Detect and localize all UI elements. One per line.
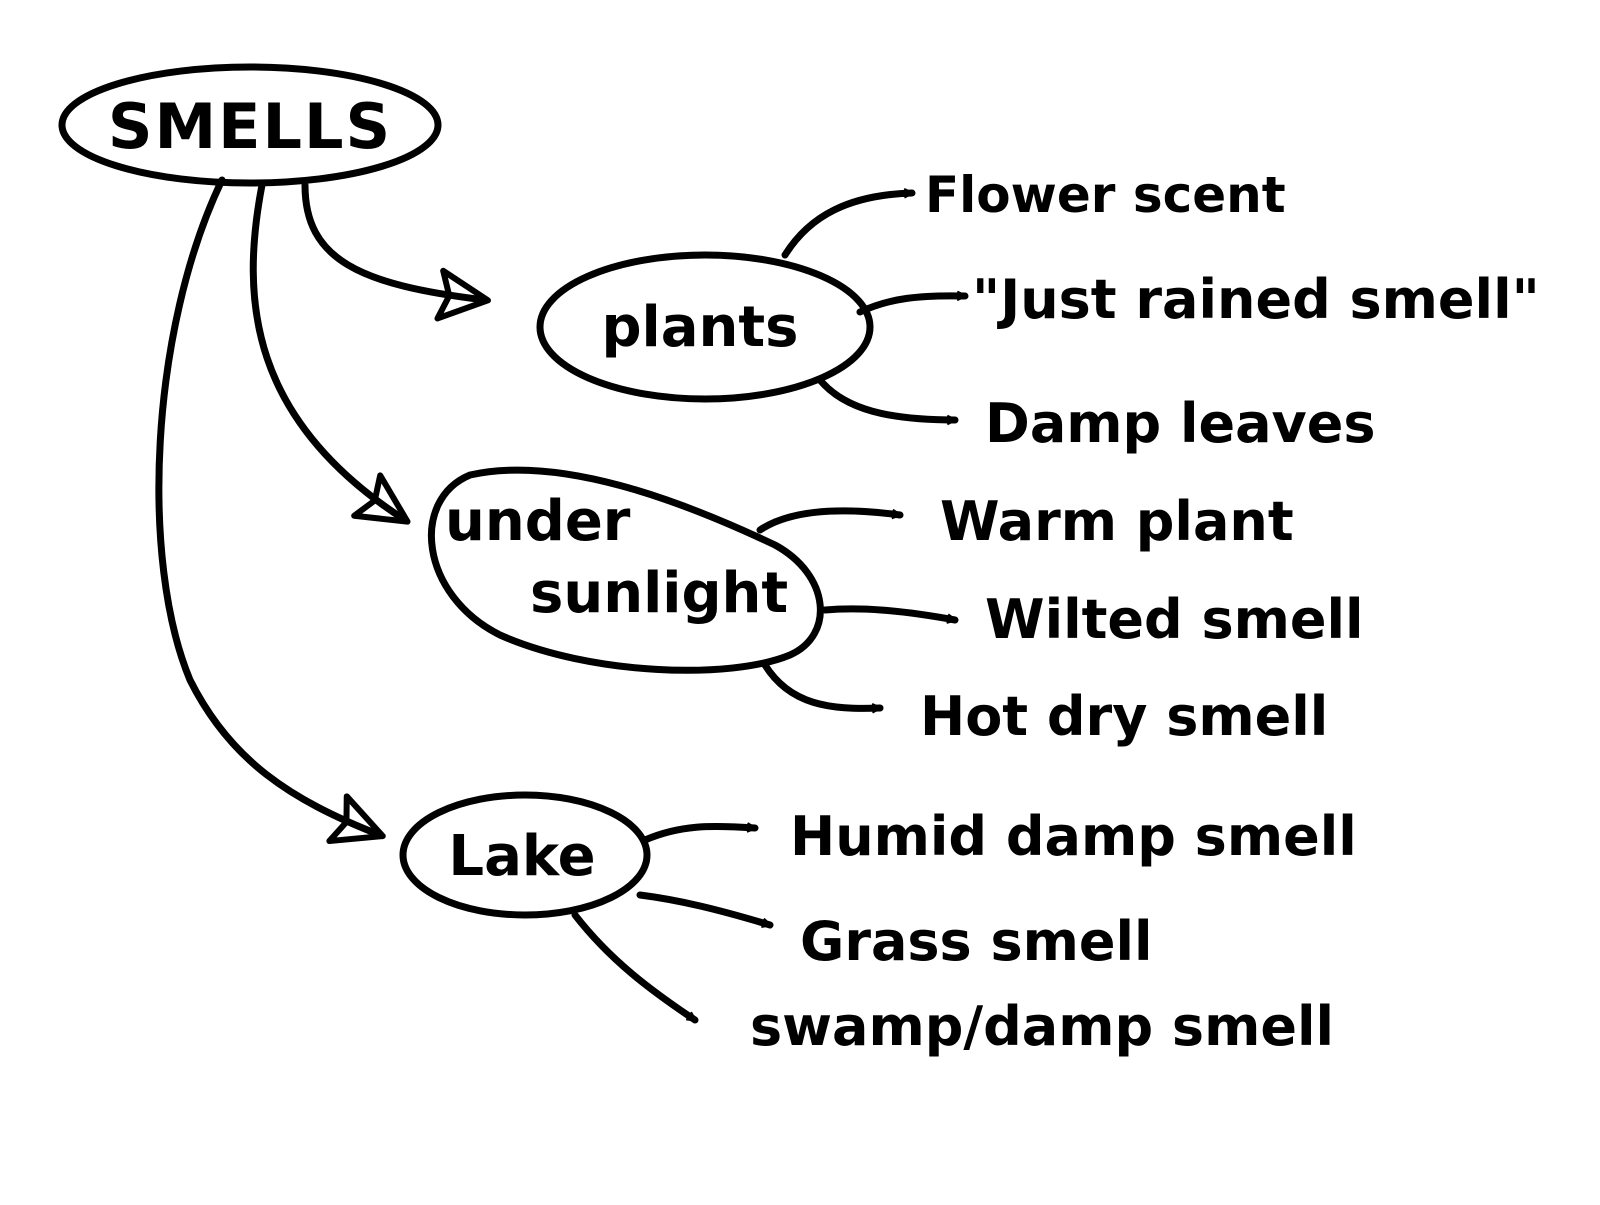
branch-node-plants-outline xyxy=(536,251,874,403)
connector-plants-to-flower-scent xyxy=(781,187,916,259)
root-node-label: SMELLS xyxy=(108,90,392,163)
connector-sunlight-to-warm-plant xyxy=(756,507,904,534)
connector-lake-to-humid-damp-smell xyxy=(641,822,759,844)
branch-node-under-sunlight: under sunlight xyxy=(427,466,824,674)
branch-node-plants: plants xyxy=(536,251,874,403)
branch-node-lake-label: Lake xyxy=(448,824,595,889)
leaf-humid-damp-smell: Humid damp smell xyxy=(790,805,1357,868)
leaf-wilted-smell: Wilted smell xyxy=(985,588,1364,651)
leaf-flower-scent: Flower scent xyxy=(925,166,1286,224)
leaf-warm-plant: Warm plant xyxy=(940,490,1294,553)
root-node-outline xyxy=(58,63,442,187)
connector-sunlight-to-hot-dry-smell xyxy=(761,661,884,714)
root-node: SMELLS xyxy=(58,63,442,187)
leaf-swamp-damp-smell: swamp/damp smell xyxy=(750,995,1334,1058)
branch-node-under-sunlight-label-line1: under xyxy=(445,489,631,554)
leaf-just-rained-smell: "Just rained smell" xyxy=(972,268,1540,331)
connector-sunlight-to-wilted-smell xyxy=(821,605,959,624)
connector-root-to-plants xyxy=(301,181,491,322)
branch-node-under-sunlight-outline xyxy=(427,466,824,674)
leaf-hot-dry-smell: Hot dry smell xyxy=(920,685,1328,748)
connector-lake-to-grass-smell xyxy=(636,891,774,929)
connector-plants-to-just-rained xyxy=(856,290,969,316)
branch-node-plants-label: plants xyxy=(601,295,798,360)
connector-plants-to-damp-leaves xyxy=(816,376,959,426)
leaf-damp-leaves: Damp leaves xyxy=(985,392,1376,455)
leaf-grass-smell: Grass smell xyxy=(800,910,1153,973)
branch-node-lake-outline xyxy=(399,791,651,919)
connector-lake-to-swamp-damp-smell xyxy=(571,911,699,1024)
branch-node-lake: Lake xyxy=(399,791,651,919)
connector-root-to-sunlight xyxy=(249,181,411,525)
connector-root-to-lake xyxy=(155,176,386,845)
branch-node-under-sunlight-label-line2: sunlight xyxy=(530,561,788,626)
